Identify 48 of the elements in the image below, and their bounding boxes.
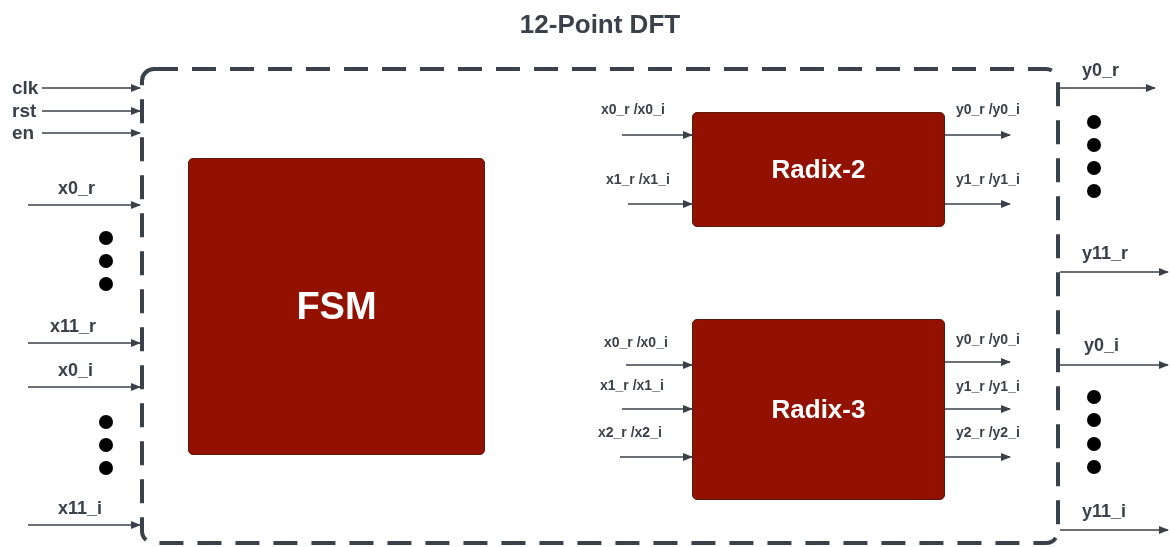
signal-label: y0_r — [1082, 61, 1120, 79]
signal-label: x0_i — [58, 361, 94, 379]
arrow — [27, 383, 141, 391]
signal-label: x1_r /x1_i — [606, 172, 670, 186]
signal-label: x11_r — [50, 317, 97, 335]
signal-label: y11_r — [1082, 244, 1129, 262]
arrow — [627, 200, 693, 208]
signal-label: x0_r /x0_i — [604, 335, 668, 349]
arrow — [621, 405, 693, 413]
processing-block — [692, 319, 945, 500]
arrow — [27, 201, 141, 209]
arrow — [621, 131, 693, 139]
signal-label: x0_r — [58, 179, 96, 197]
arrow — [944, 453, 1011, 461]
signal-label: y0_r /y0_i — [956, 332, 1020, 346]
block-label: Radix-3 — [771, 394, 866, 425]
arrow — [41, 107, 141, 115]
arrow — [41, 84, 141, 92]
signal-label: x1_r /x1_i — [600, 378, 664, 392]
arrow — [27, 339, 141, 347]
arrow — [1059, 84, 1156, 92]
arrow — [1059, 361, 1169, 369]
signal-label: x0_r /x0_i — [601, 102, 665, 116]
signal-label: y1_r /y1_i — [956, 172, 1020, 186]
arrow — [619, 453, 693, 461]
block-label: Radix-2 — [771, 154, 866, 185]
state-machine-block — [188, 158, 485, 455]
signal-label: y1_r /y1_i — [956, 379, 1020, 393]
arrow — [944, 131, 1011, 139]
signal-label: rst — [12, 101, 38, 120]
signal-label: clk — [12, 78, 40, 97]
signal-label: x11_i — [58, 499, 103, 517]
arrow — [27, 521, 141, 529]
signal-label: x2_r /x2_i — [598, 425, 662, 439]
arrow — [1059, 526, 1169, 534]
arrow — [41, 129, 141, 137]
block-label: FSM — [296, 285, 377, 328]
arrow — [944, 358, 1011, 366]
signal-label: y0_i — [1084, 336, 1120, 354]
arrow — [944, 405, 1011, 413]
signal-label: y0_r /y0_i — [956, 102, 1020, 116]
signal-label: y11_i — [1082, 502, 1127, 520]
arrow — [1059, 268, 1169, 276]
arrow — [625, 361, 693, 369]
container-label: 12-Point DFT — [518, 9, 682, 40]
processing-block — [692, 112, 945, 227]
arrow — [944, 200, 1011, 208]
signal-label: y2_r /y2_i — [956, 425, 1020, 439]
